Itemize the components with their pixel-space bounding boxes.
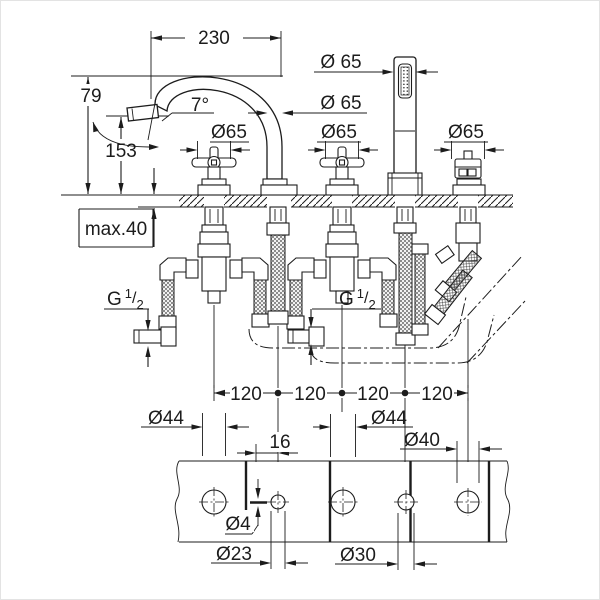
hose-routing-centerlines	[248, 254, 526, 364]
label-deck-thickness: max.40	[85, 219, 147, 240]
label-valve-hole: Ø44	[148, 408, 184, 429]
connection-hose	[411, 243, 429, 336]
tub-spout	[126, 76, 298, 196]
dim-diverter-hole: Ø40	[400, 430, 502, 483]
label-spout-escutcheon-dia: Ø 65	[320, 93, 361, 114]
label-pilot-offset: 16	[269, 432, 290, 453]
dim-spout-escutcheon-dia: Ø 65	[248, 93, 367, 116]
supply-elbow-mid	[287, 326, 325, 347]
dim-handshower-hole: Ø30	[335, 513, 437, 570]
label-pilot-hole: Ø4	[225, 514, 251, 535]
dim-small-hole: Ø23	[211, 511, 308, 569]
spout-shank-hose	[266, 206, 290, 325]
label-valve2-escutcheon-dia: Ø65	[321, 122, 357, 143]
break-line-right	[504, 460, 511, 543]
label-diverter-escutcheon-dia: Ø65	[448, 122, 484, 143]
dim-upper-height: 79	[74, 77, 108, 194]
label-diverter-hole: Ø40	[404, 430, 440, 451]
label-handshower-hole: Ø30	[340, 545, 376, 566]
label-spacing-1: 120	[230, 384, 262, 405]
label-spout-angle: 7°	[191, 95, 209, 116]
label-handshower-dia: Ø 65	[320, 52, 361, 73]
dim-valve-hole: Ø44	[141, 408, 249, 456]
dim-spacing-row: 120 120 120 120	[213, 382, 469, 405]
dim-diverter-escutcheon-dia: Ø65	[434, 122, 504, 159]
handshower	[387, 56, 423, 363]
diverter-hose-2	[423, 269, 473, 326]
break-line-left	[174, 460, 180, 543]
mounting-deck	[61, 194, 513, 208]
dim-valve2-escutcheon-dia: Ø65	[308, 122, 378, 159]
cross-valve-left	[158, 146, 270, 330]
label-spacing-2: 120	[294, 384, 326, 405]
dim-pilot-offset: 16	[237, 432, 298, 462]
spout-angle-axis	[147, 97, 157, 141]
diverter	[423, 150, 486, 326]
dim-outlet-height: 153	[100, 117, 142, 194]
dim-valve1-escutcheon-dia: Ø65	[180, 122, 250, 159]
spout-outlet	[126, 103, 160, 122]
dim-spout-hole: Ø44	[313, 408, 413, 457]
dim-reach: 230	[150, 26, 282, 99]
handshower-holder	[387, 172, 423, 196]
label-small-hole: Ø23	[216, 544, 252, 565]
dim-deck-thickness: max.40	[78, 168, 157, 248]
label-outlet-height: 153	[105, 141, 137, 162]
dim-handshower-dia: Ø 65	[314, 52, 438, 75]
label-upper-height: 79	[80, 86, 101, 107]
spray-face	[400, 66, 410, 96]
supply-elbow-left	[133, 326, 177, 347]
dim-spout-angle: 7°	[92, 95, 214, 150]
label-spout-hole: Ø44	[371, 408, 407, 429]
label-spacing-3: 120	[357, 384, 389, 405]
dim-pilot-hole: Ø4	[223, 479, 261, 535]
label-valve1-escutcheon-dia: Ø65	[211, 122, 247, 143]
handshower-hose	[398, 232, 413, 334]
label-spacing-4: 120	[421, 384, 453, 405]
label-reach: 230	[198, 28, 230, 49]
